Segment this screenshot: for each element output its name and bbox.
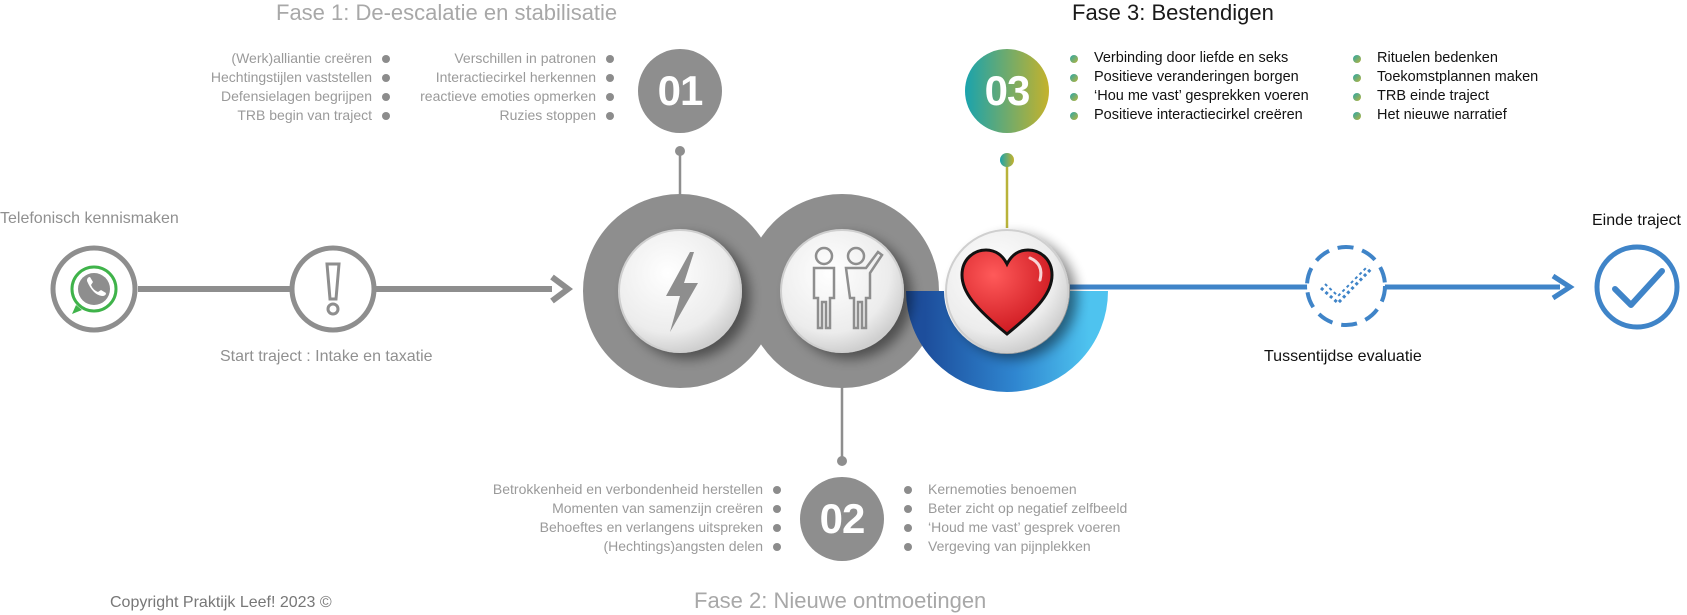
check-circle-icon xyxy=(1594,244,1680,330)
loop-arc-blue xyxy=(906,290,1108,392)
list-item: Vergeving van pijnplekken xyxy=(904,537,1127,556)
heart-icon xyxy=(945,229,1069,353)
list-item: Ruzies stoppen xyxy=(420,106,614,125)
step-label-end: Einde traject xyxy=(1592,212,1681,229)
phase2-list-left: Betrokkenheid en verbondenheid herstelle… xyxy=(493,480,781,556)
list-item: Verbinding door liefde en seks xyxy=(1070,49,1309,68)
phase2-title: Fase 2: Nieuwe ontmoetingen xyxy=(694,588,987,613)
whatsapp-icon xyxy=(50,245,138,333)
list-item: Toekomstplannen maken xyxy=(1353,68,1538,87)
list-item: Verschillen in patronen xyxy=(420,49,614,68)
list-item: TRB begin van traject xyxy=(211,106,390,125)
phase1-badge: 01 xyxy=(638,49,722,133)
list-item: Rituelen bedenken xyxy=(1353,49,1538,68)
phase3-list-right: Rituelen bedenken Toekomstplannen maken … xyxy=(1353,49,1538,125)
lightning-icon xyxy=(618,229,742,353)
phase2-list-right: Kernemoties benoemen Beter zicht op nega… xyxy=(904,480,1127,556)
list-item: reactieve emoties opmerken xyxy=(420,87,614,106)
list-item: Betrokkenheid en verbondenheid herstelle… xyxy=(493,480,781,499)
list-item: Kernemoties benoemen xyxy=(904,480,1127,499)
list-item: (Werk)alliantie creëren xyxy=(211,49,390,68)
list-item: Positieve veranderingen borgen xyxy=(1070,68,1309,87)
list-item: (Hechtings)angsten delen xyxy=(493,537,781,556)
list-item: Beter zicht op negatief zelfbeeld xyxy=(904,499,1127,518)
list-item: Positieve interactiecirkel creëren xyxy=(1070,106,1309,125)
phase3-title: Fase 3: Bestendigen xyxy=(1072,0,1274,25)
dashed-check-icon xyxy=(1305,245,1387,327)
list-item: Behoeftes en verlangens uitspreken xyxy=(493,518,781,537)
arrow-head-blue xyxy=(1551,273,1575,301)
step-label-start: Start traject : Intake en taxatie xyxy=(220,348,433,365)
step-label-phone: Telefonisch kennismaken xyxy=(0,210,179,227)
stem-dot xyxy=(675,146,685,156)
phase3-list-left: Verbinding door liefde en seks Positieve… xyxy=(1070,49,1309,125)
list-item: Hechtingstijlen vaststellen xyxy=(211,68,390,87)
stem-dot xyxy=(1000,153,1014,167)
list-item: Momenten van samenzijn creëren xyxy=(493,499,781,518)
phase1-list-right: Verschillen in patronen Interactiecirkel… xyxy=(420,49,614,125)
list-item: Het nieuwe narratief xyxy=(1353,106,1538,125)
list-item: TRB einde traject xyxy=(1353,87,1538,106)
list-item: ‘Hou me vast’ gesprekken voeren xyxy=(1070,87,1309,106)
phase1-title: Fase 1: De-escalatie en stabilisatie xyxy=(276,0,618,25)
phase3-badge: 03 xyxy=(965,49,1049,133)
list-item: Defensielagen begrijpen xyxy=(211,87,390,106)
phase1-list-left: (Werk)alliantie creëren Hechtingstijlen … xyxy=(211,49,390,125)
stem-dot xyxy=(837,456,847,466)
arrow-head xyxy=(550,274,573,304)
couple-icon xyxy=(780,229,904,353)
phase2-badge: 02 xyxy=(800,477,884,561)
list-item: ‘Houd me vast’ gesprek voeren xyxy=(904,518,1127,537)
step-label-evaluation: Tussentijdse evaluatie xyxy=(1264,348,1422,365)
exclamation-icon xyxy=(289,245,377,333)
list-item: Interactiecirkel herkennen xyxy=(420,68,614,87)
copyright-text: Copyright Praktijk Leef! 2023 © xyxy=(110,594,332,611)
